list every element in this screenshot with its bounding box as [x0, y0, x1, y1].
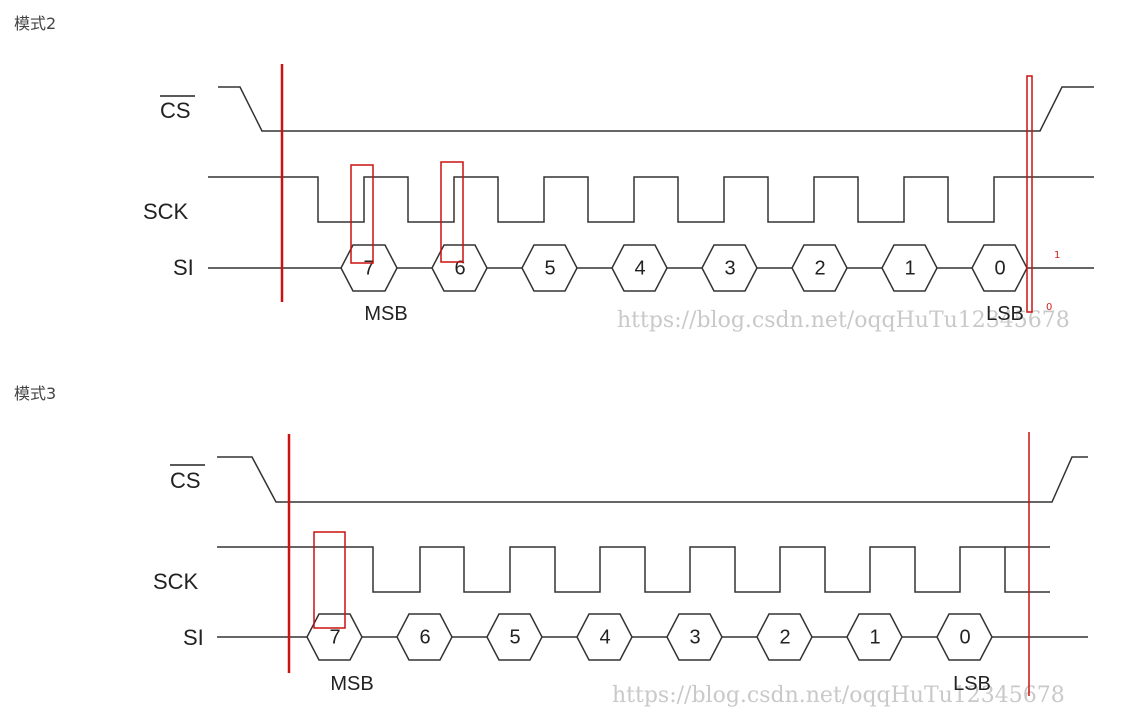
bit-label: 0	[959, 626, 970, 648]
bit-label: 7	[363, 257, 374, 279]
bit-hexagon	[340, 244, 398, 292]
bit-hexagon	[431, 244, 488, 292]
bit-label: 1	[869, 626, 880, 648]
msb-label: MSB	[330, 673, 373, 695]
watermark: https://blog.csdn.net/oqqHuTu12345678	[617, 308, 1070, 333]
bit-label: 6	[419, 626, 430, 648]
bit-label: 7	[329, 626, 340, 648]
cs-label: CS	[170, 468, 201, 493]
si-label: SI	[183, 625, 204, 650]
bit-hexagon	[306, 613, 363, 661]
section-label-mode2: 模式2	[14, 14, 57, 33]
bit-hexagon	[881, 244, 938, 292]
bit-label: 4	[599, 626, 610, 648]
bit-label: 0	[994, 257, 1005, 279]
section-label-mode3: 模式3	[14, 384, 57, 403]
bit-label: 2	[779, 626, 790, 648]
sample-edge-box	[350, 164, 374, 264]
lsb-label: LSB	[986, 303, 1024, 325]
bit-label: 2	[814, 257, 825, 279]
msb-label: MSB	[364, 303, 407, 325]
bit-hexagon	[756, 613, 813, 661]
bit-hexagon	[396, 613, 453, 661]
bit-hexagon	[611, 244, 668, 292]
timing-diagram-mode3: CS SCK SI 7 6 5	[153, 432, 1088, 708]
sample-edge-box	[440, 161, 464, 263]
cs-label: CS	[160, 98, 191, 123]
bit-label: 6	[454, 257, 465, 279]
bit-label: 3	[689, 626, 700, 648]
bit-label: 4	[634, 257, 645, 279]
cs-waveform	[218, 86, 1094, 132]
bit-hexagon	[791, 244, 848, 292]
bit-hexagon	[486, 613, 543, 661]
sck-label: SCK	[143, 199, 189, 224]
bit-label: 1	[904, 257, 915, 279]
bit-hexagon	[576, 613, 633, 661]
bit-label: 5	[544, 257, 555, 279]
watermark: https://blog.csdn.net/oqqHuTu12345678	[612, 683, 1065, 708]
bit-hexagon	[936, 613, 993, 661]
sck-label: SCK	[153, 569, 199, 594]
bit-hexagon	[701, 244, 758, 292]
end-marker-box	[1026, 75, 1033, 313]
bit-label: 3	[724, 257, 735, 279]
lsb-label: LSB	[953, 673, 991, 695]
annotation-low: 0	[1046, 302, 1052, 313]
bit-hexagon	[666, 613, 723, 661]
timing-diagram-mode2: CS SCK SI	[143, 64, 1094, 333]
sample-edge-box	[313, 531, 346, 629]
bit-label: 5	[509, 626, 520, 648]
si-label: SI	[173, 255, 194, 280]
bit-hexagon	[521, 244, 578, 292]
sck-waveform	[208, 176, 1094, 223]
bit-hexagon	[846, 613, 903, 661]
annotation-high: 1	[1054, 250, 1060, 261]
cs-waveform	[217, 456, 1088, 503]
sck-waveform	[217, 546, 1050, 593]
